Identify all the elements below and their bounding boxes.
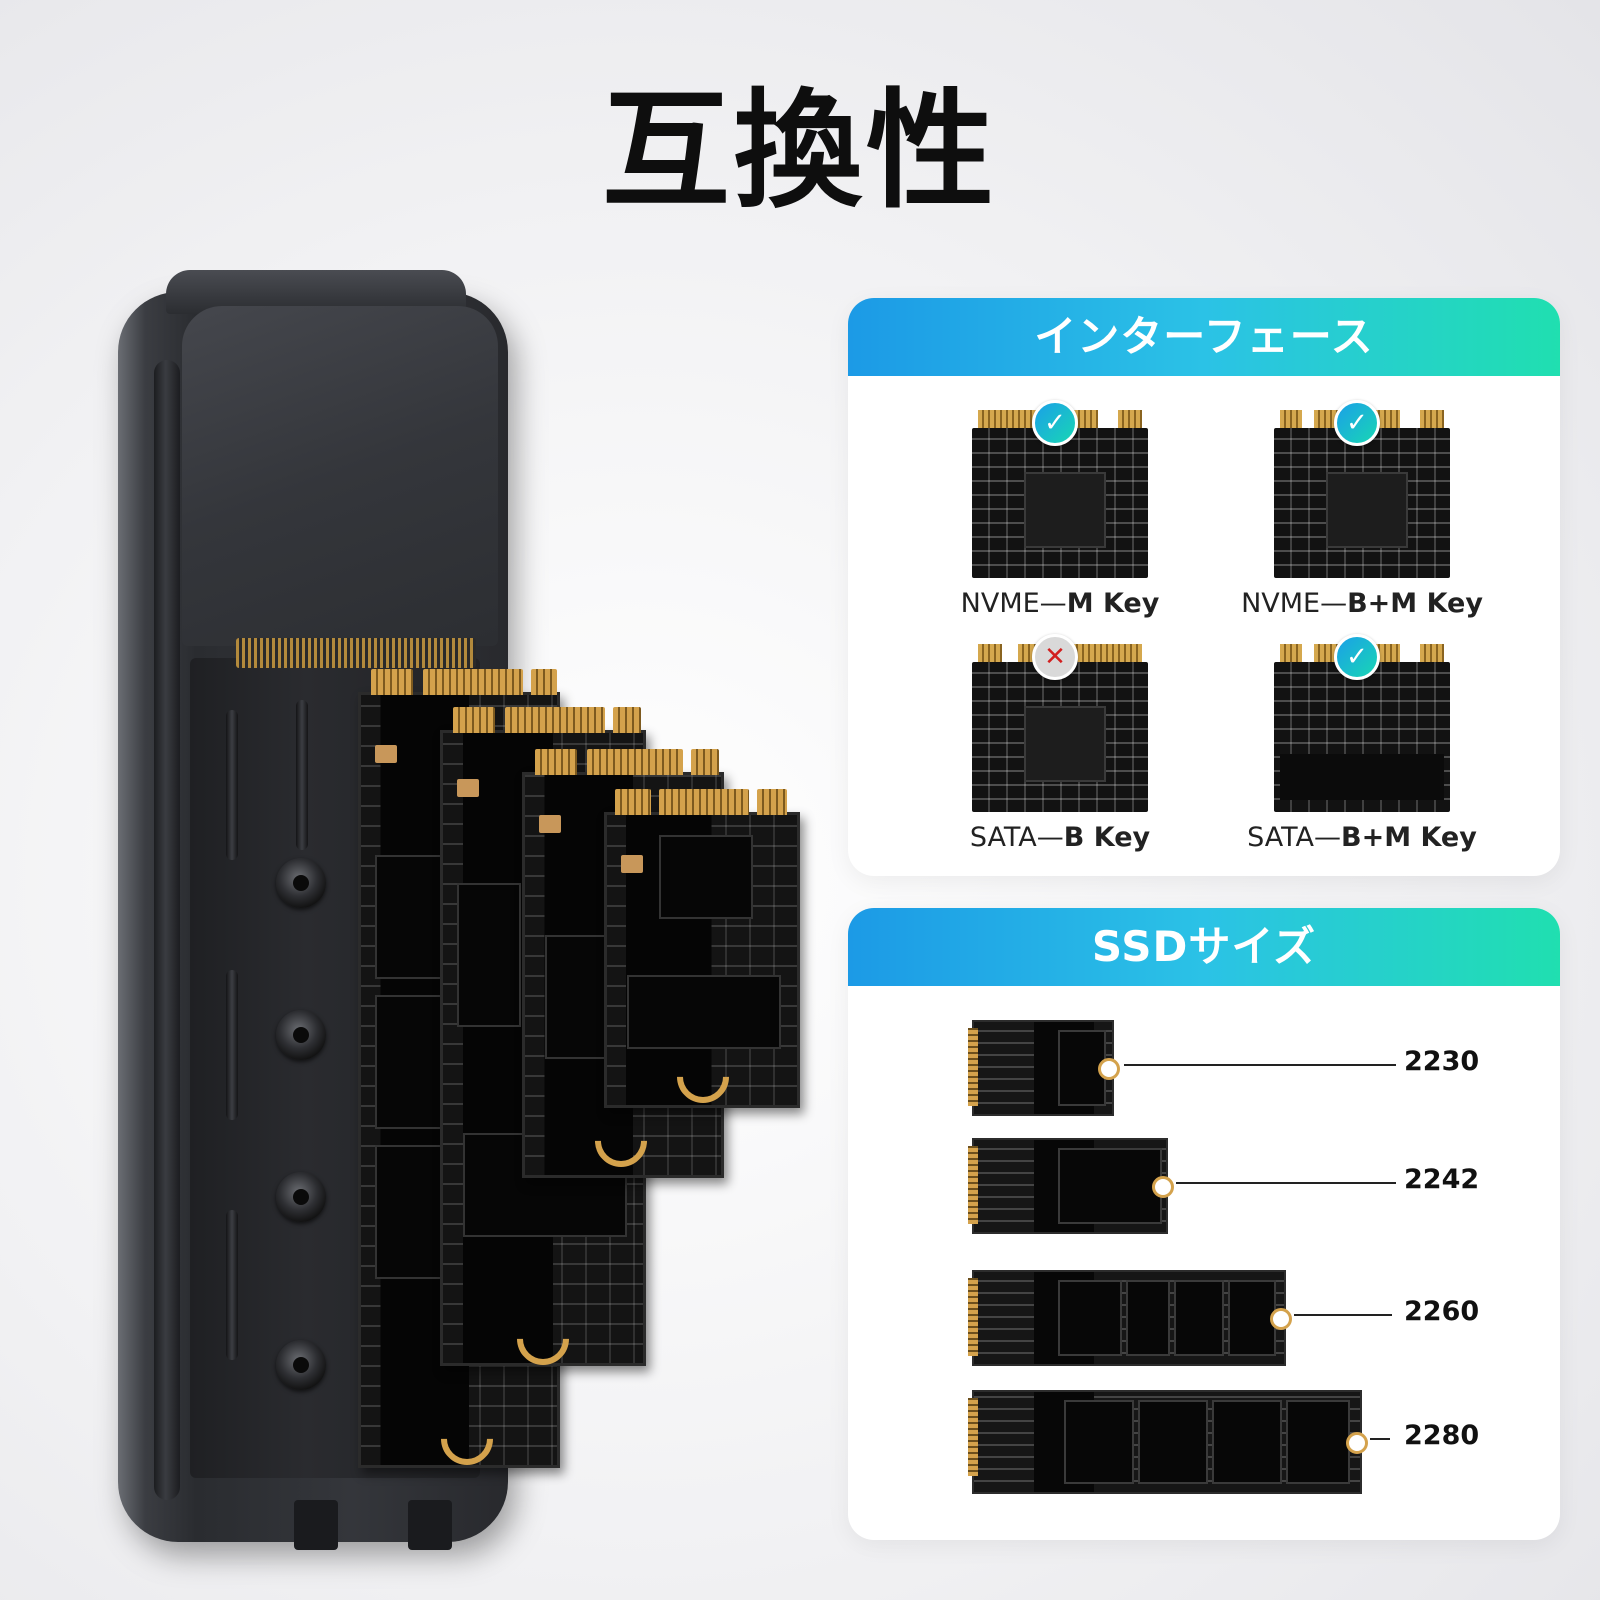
interface-panel-heading: インターフェース bbox=[848, 298, 1560, 376]
mounting-screw bbox=[276, 858, 326, 908]
interface-item-sata-b: ✕ SATA—B Key bbox=[910, 634, 1210, 853]
nand-chip bbox=[375, 855, 449, 979]
nand-chip bbox=[627, 975, 781, 1049]
check-icon: ✓ bbox=[1334, 400, 1380, 446]
interface-key: B Key bbox=[1063, 822, 1151, 853]
nvme-bm-key-pcb: ✓ bbox=[1274, 400, 1450, 578]
ssd-2260 bbox=[968, 1270, 1292, 1366]
size-label: 2230 bbox=[1404, 1046, 1480, 1077]
nand-chip bbox=[545, 935, 609, 1059]
tray-slot bbox=[226, 1210, 238, 1360]
page-title: 互換性 bbox=[601, 77, 998, 226]
sata-bm-key-pcb: ✓ bbox=[1274, 634, 1450, 812]
size-label: 2260 bbox=[1404, 1296, 1480, 1327]
nvme-m-key-pcb: ✓ bbox=[972, 400, 1148, 578]
m2-connector bbox=[236, 638, 476, 668]
ssd-2280 bbox=[968, 1390, 1368, 1494]
enclosure-foot bbox=[294, 1500, 338, 1550]
nand-chip bbox=[375, 995, 449, 1129]
interface-key: B+M Key bbox=[1347, 588, 1483, 619]
tray-slot bbox=[226, 710, 238, 860]
interface-item-sata-bm: ✓ SATA—B+M Key bbox=[1212, 634, 1512, 853]
interface-item-nvme-m: ✓ NVME—M Key bbox=[910, 400, 1210, 619]
enclosure-foot bbox=[408, 1500, 452, 1550]
size-label: 2242 bbox=[1404, 1164, 1480, 1195]
ssd-size-panel: SSDサイズ 2230 2242 2260 bbox=[848, 908, 1560, 1540]
interface-type: NVME— bbox=[960, 588, 1067, 619]
interface-key: M Key bbox=[1066, 588, 1160, 619]
sata-b-key-pcb: ✕ bbox=[972, 634, 1148, 812]
check-icon: ✓ bbox=[1032, 400, 1078, 446]
interface-type: SATA— bbox=[969, 822, 1064, 853]
m2-card-2230 bbox=[604, 789, 800, 1114]
ssd-size-panel-heading: SSDサイズ bbox=[848, 908, 1560, 986]
cross-icon: ✕ bbox=[1032, 634, 1078, 680]
enclosure-side-rail bbox=[154, 360, 180, 1500]
tray-slot bbox=[226, 970, 238, 1120]
size-label: 2280 bbox=[1404, 1420, 1480, 1451]
interface-key: B+M Key bbox=[1341, 822, 1477, 853]
interface-panel: インターフェース ✓ NVME—M Key ✓ NVME—B+M Key bbox=[848, 298, 1560, 876]
interface-item-nvme-bm: ✓ NVME—B+M Key bbox=[1212, 400, 1512, 619]
interface-type: SATA— bbox=[1247, 822, 1342, 853]
ssd-2242 bbox=[968, 1138, 1174, 1234]
tray-slot bbox=[296, 700, 308, 850]
check-icon: ✓ bbox=[1334, 634, 1380, 680]
nand-chip bbox=[375, 1145, 449, 1279]
mounting-screw bbox=[276, 1010, 326, 1060]
nand-chip bbox=[457, 883, 521, 1027]
enclosure-lid bbox=[182, 306, 498, 646]
mounting-screw bbox=[276, 1172, 326, 1222]
ssd-2230 bbox=[968, 1020, 1120, 1116]
interface-type: NVME— bbox=[1241, 588, 1348, 619]
controller-chip bbox=[659, 835, 753, 919]
mounting-screw bbox=[276, 1340, 326, 1390]
